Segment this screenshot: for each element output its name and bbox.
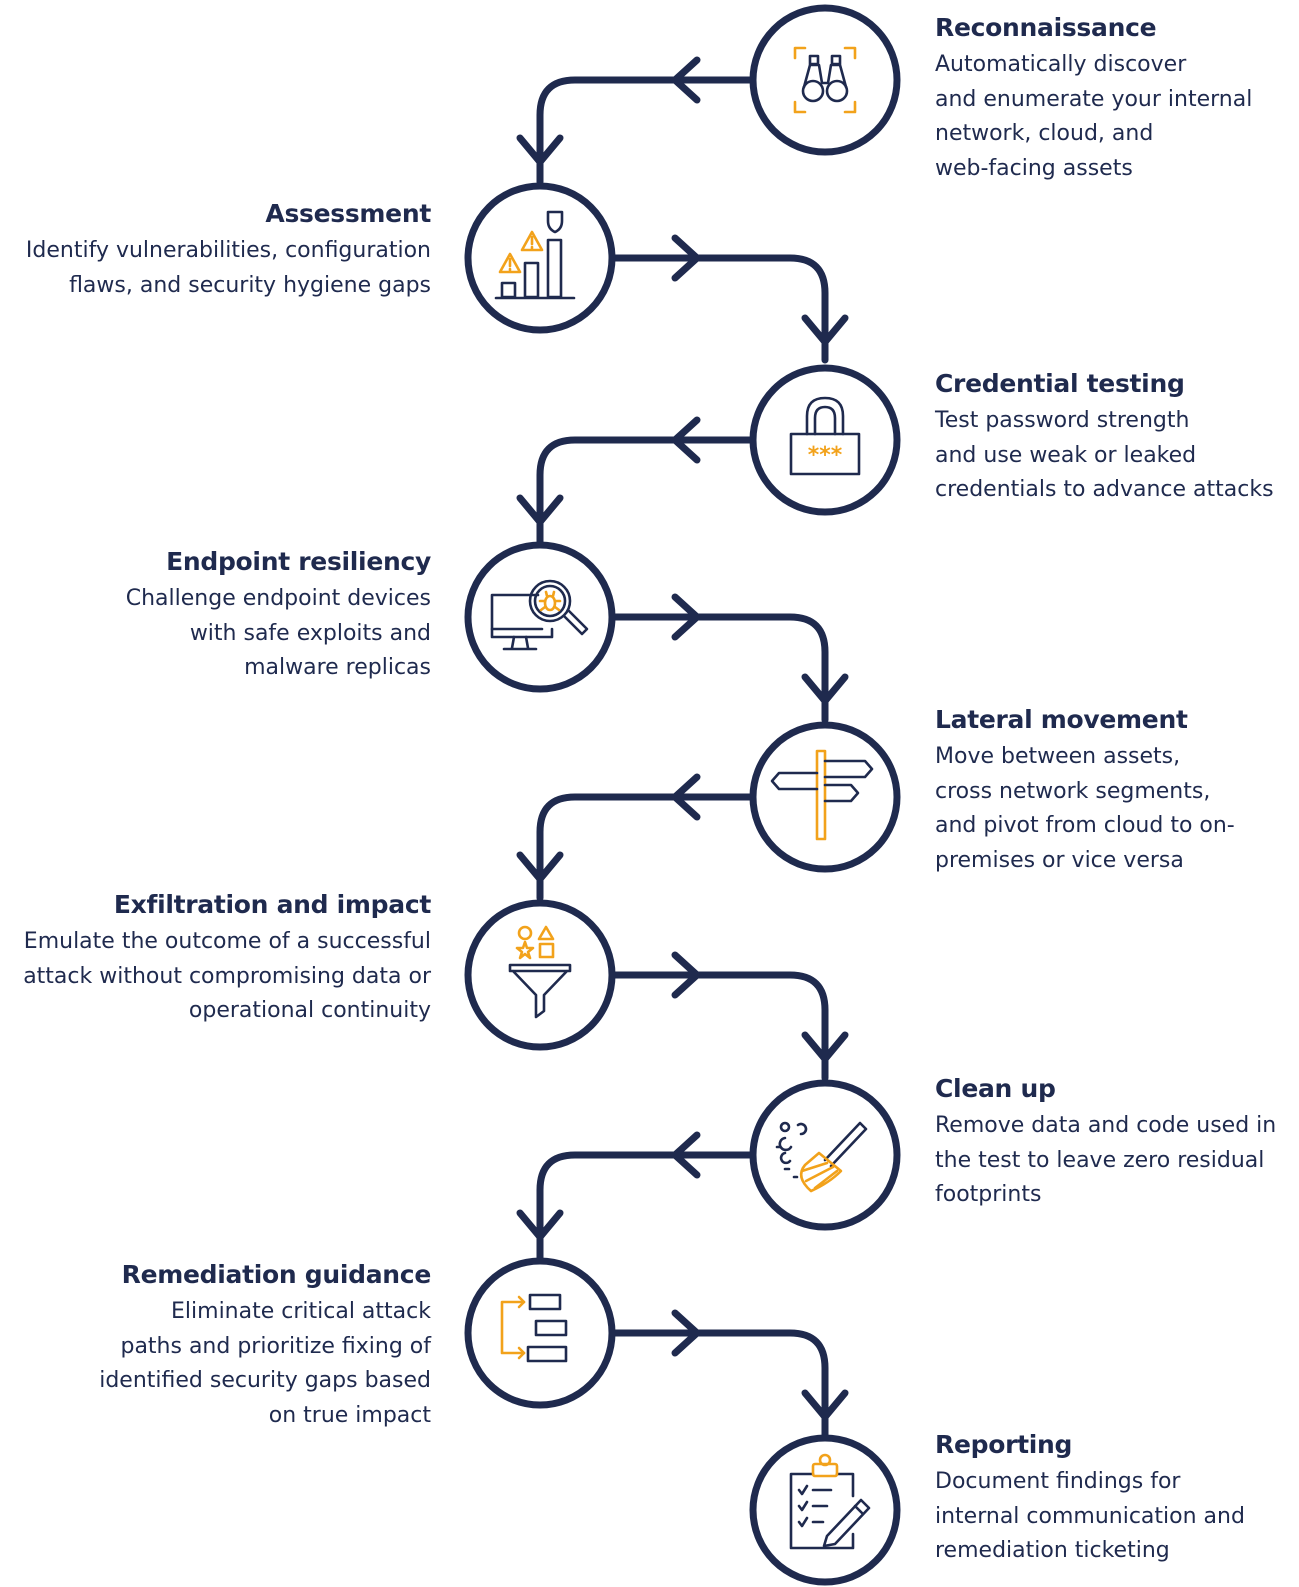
connector-4	[605, 593, 849, 724]
connector-3	[516, 416, 759, 546]
step-title: Credential testing	[935, 369, 1185, 398]
connector-5	[516, 773, 759, 902]
padlock-icon: ***	[789, 396, 861, 476]
step-description: Move between assets, cross network segme…	[935, 744, 1235, 873]
step-endpoint-resiliency: Endpoint resiliency Challenge endpoint d…	[0, 546, 432, 686]
step-credential-testing: Credential testing Test password strengt…	[935, 368, 1295, 508]
step-node-reporting	[749, 1434, 901, 1586]
step-description: Identify vulnerabilities, configuration …	[25, 238, 431, 298]
step-remediation-guidance: Remediation guidance Eliminate critical …	[0, 1259, 431, 1433]
step-title: Reporting	[935, 1430, 1073, 1459]
monitor-bug-icon	[490, 579, 589, 651]
clipboard-pen-icon	[789, 1453, 871, 1550]
bar-chart-warning-icon	[494, 210, 576, 300]
step-node-exfiltration-impact	[464, 899, 616, 1051]
step-node-credential-testing: ***	[749, 364, 901, 516]
step-title: Clean up	[935, 1074, 1056, 1103]
funnel-icon	[508, 925, 572, 1019]
broom-icon	[775, 1121, 868, 1193]
svg-text:***: ***	[808, 443, 843, 468]
step-title: Assessment	[265, 199, 431, 228]
step-title: Endpoint resiliency	[166, 547, 431, 576]
connector-1	[516, 56, 759, 186]
step-node-clean-up	[749, 1079, 901, 1231]
step-reporting: Reporting Document findings for internal…	[935, 1429, 1295, 1569]
step-clean-up: Clean up Remove data and code used in th…	[935, 1073, 1295, 1213]
step-title: Remediation guidance	[121, 1260, 432, 1289]
step-node-assessment	[464, 182, 616, 334]
binoculars-icon	[793, 46, 857, 114]
step-exfiltration-impact: Exfiltration and impact Emulate the outc…	[0, 889, 431, 1029]
connector-7	[516, 1131, 759, 1262]
step-node-endpoint-resiliency	[464, 541, 616, 693]
flowchart-icon	[500, 1293, 568, 1363]
step-description: Automatically discover and enumerate you…	[935, 52, 1253, 181]
step-node-remediation-guidance	[464, 1257, 616, 1409]
step-assessment: Assessment Identify vulnerabilities, con…	[0, 198, 431, 303]
step-description: Challenge endpoint devices with safe exp…	[125, 586, 431, 680]
step-description: Eliminate critical attack paths and prio…	[99, 1299, 431, 1428]
connector-6	[605, 951, 849, 1082]
step-description: Document findings for internal communica…	[935, 1469, 1245, 1563]
step-description: Remove data and code used in the test to…	[935, 1113, 1277, 1207]
step-title: Reconnaissance	[935, 13, 1157, 42]
step-reconnaissance: Reconnaissance Automatically discover an…	[935, 12, 1295, 186]
step-node-lateral-movement	[749, 721, 901, 873]
step-title: Lateral movement	[935, 705, 1188, 734]
connector-2	[605, 234, 849, 364]
signpost-icon	[770, 749, 874, 841]
step-description: Test password strength and use weak or l…	[935, 408, 1274, 502]
connector-8	[605, 1309, 849, 1439]
step-node-reconnaissance	[749, 4, 901, 156]
step-lateral-movement: Lateral movement Move between assets, cr…	[935, 704, 1295, 878]
step-title: Exfiltration and impact	[113, 890, 431, 919]
step-description: Emulate the outcome of a successful atta…	[23, 929, 431, 1023]
